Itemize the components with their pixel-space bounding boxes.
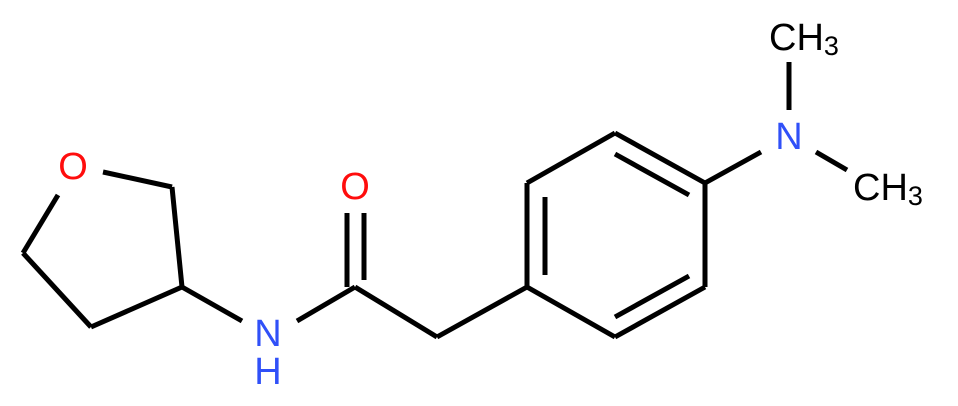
- bond: [814, 149, 849, 173]
- bond: [21, 251, 93, 329]
- atom-labels: O N H O N CH3 CH3: [58, 17, 923, 393]
- bond: [435, 284, 529, 340]
- bond: [295, 284, 357, 324]
- bond: [613, 284, 707, 340]
- methyl-right-label: CH3: [853, 167, 923, 211]
- bond: [703, 149, 763, 186]
- bond: [102, 169, 173, 190]
- bond: [89, 284, 184, 330]
- bond: [525, 284, 617, 340]
- bond: [353, 284, 439, 340]
- bonds: [20, 62, 849, 340]
- bond: [525, 130, 617, 186]
- bond: [169, 186, 185, 288]
- bond: [20, 193, 61, 255]
- carbonyl-oxygen-label: O: [340, 166, 370, 208]
- amide-nitrogen-label: N: [254, 313, 281, 355]
- bond: [180, 284, 244, 324]
- bond: [613, 130, 707, 186]
- amine-nitrogen-label: N: [775, 116, 802, 158]
- aromatic-inner-bond: [613, 151, 691, 198]
- methyl-top-label: CH3: [769, 17, 839, 61]
- aromatic-inner-bond: [613, 273, 691, 320]
- amide-hydrogen-label: H: [254, 351, 281, 393]
- ring-oxygen-label: O: [58, 146, 88, 188]
